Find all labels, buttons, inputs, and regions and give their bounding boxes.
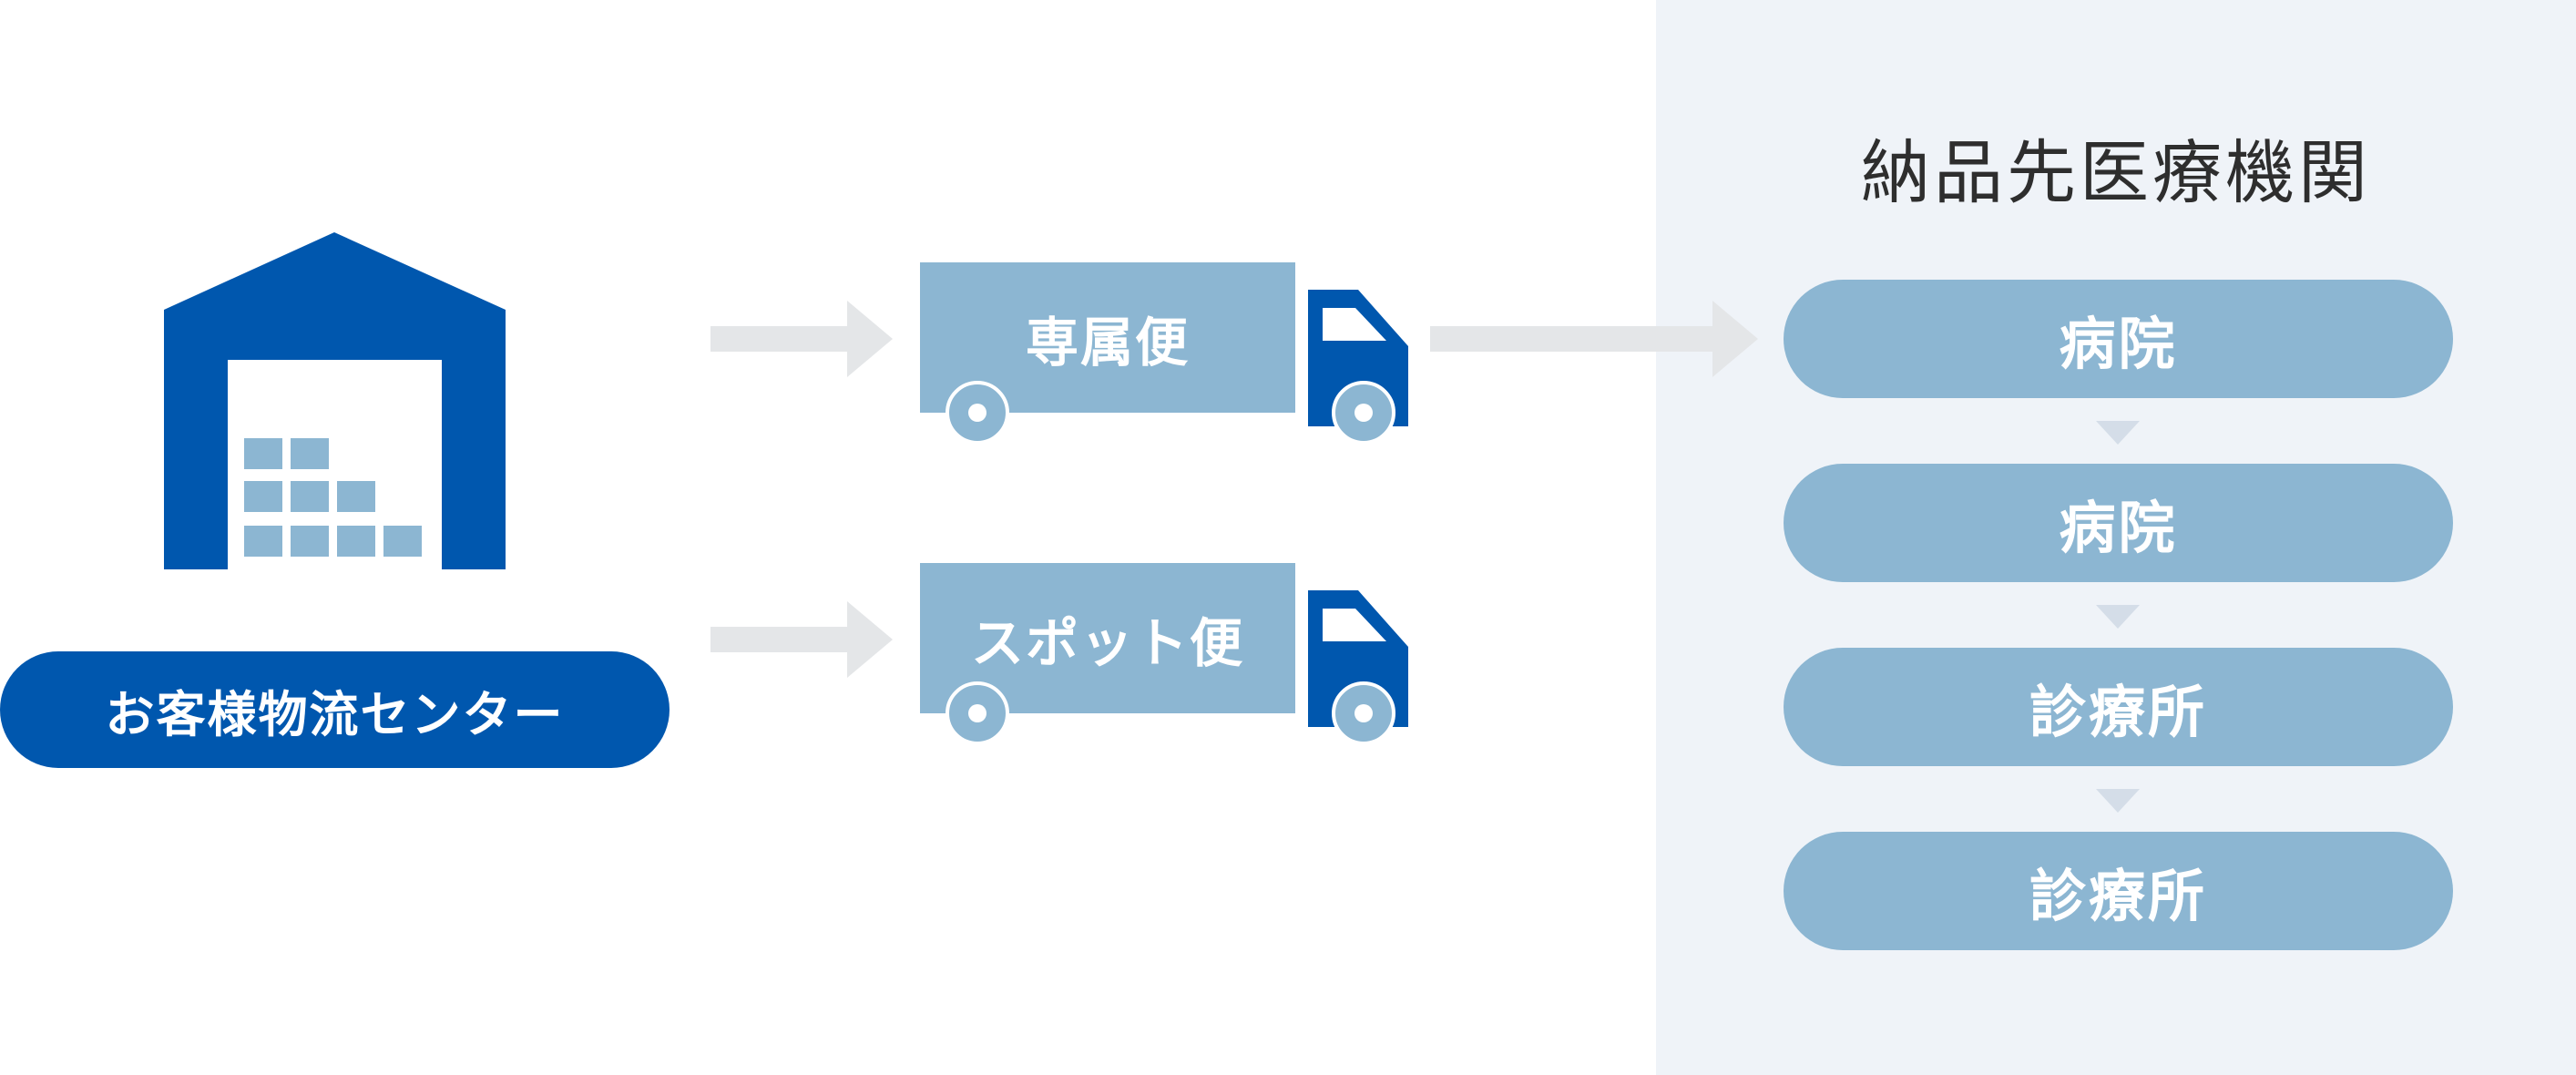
destination-item: 診療所 <box>1784 648 2453 766</box>
warehouse-icon <box>164 232 506 569</box>
arrow-right-icon <box>710 601 893 678</box>
wheel-icon <box>946 681 1009 745</box>
destination-item: 診療所 <box>1784 832 2453 950</box>
truck-spot: スポット便 <box>920 563 1412 745</box>
truck-label: スポット便 <box>970 611 1244 674</box>
truck-dedicated: 専属便 <box>920 262 1412 445</box>
wheel-icon <box>946 381 1009 445</box>
truck-label: 専属便 <box>1025 311 1190 374</box>
wheel-icon <box>1332 381 1395 445</box>
destination-item: 病院 <box>1784 280 2453 398</box>
chevron-down-icon <box>2096 605 2140 629</box>
chevron-down-icon <box>2096 421 2140 445</box>
wheel-icon <box>1332 681 1395 745</box>
destination-title: 納品先医療機関 <box>1861 132 2371 213</box>
arrow-right-icon <box>1430 301 1758 377</box>
logistics-center-label: お客様物流センター <box>0 651 670 768</box>
chevron-down-icon <box>2096 789 2140 813</box>
destination-item: 病院 <box>1784 464 2453 582</box>
arrow-right-icon <box>710 301 893 377</box>
